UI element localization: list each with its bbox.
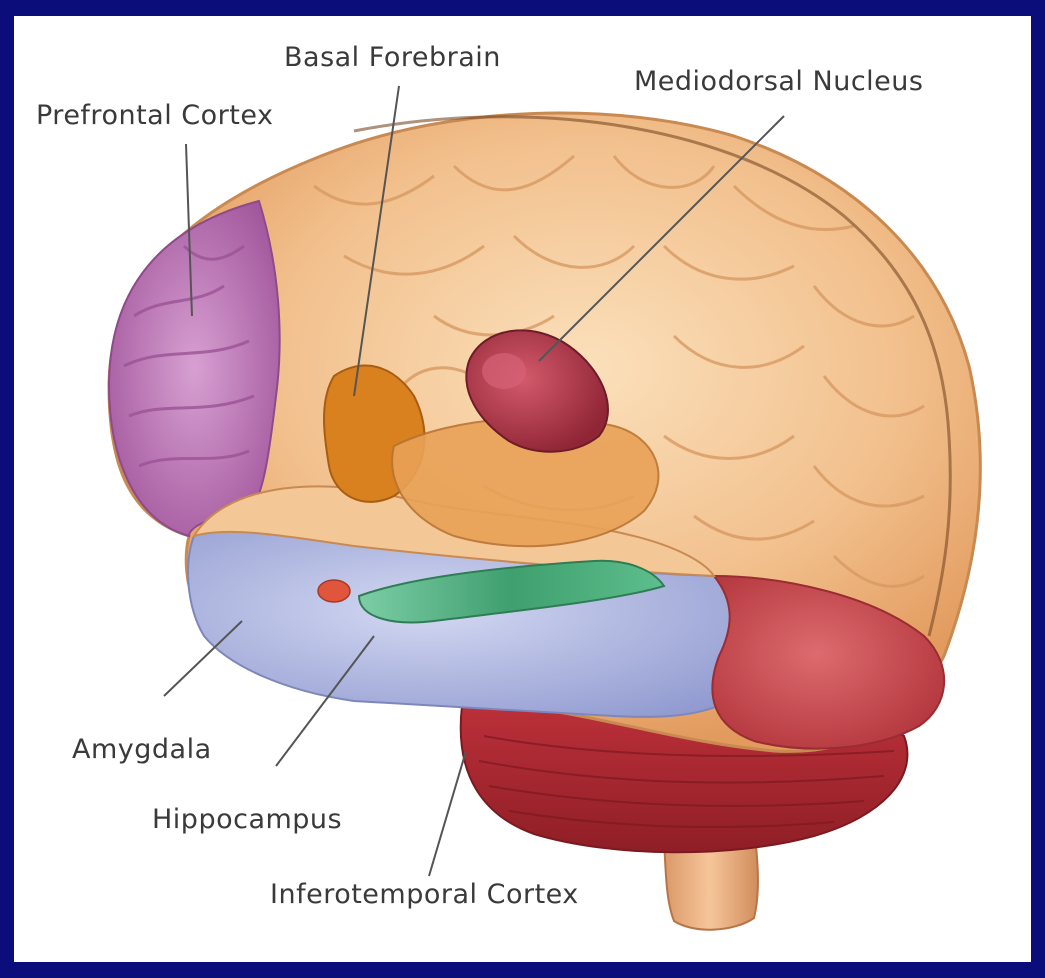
label-mediodorsal-nucleus: Mediodorsal Nucleus — [634, 68, 923, 95]
label-amygdala: Amygdala — [72, 736, 212, 763]
label-prefrontal-cortex: Prefrontal Cortex — [36, 102, 273, 129]
label-inferotemporal-cortex: Inferotemporal Cortex — [270, 881, 579, 908]
label-basal-forebrain: Basal Forebrain — [284, 44, 501, 71]
diagram-panel: Basal Forebrain Mediodorsal Nucleus Pref… — [14, 16, 1031, 962]
thalamus-highlight — [482, 353, 526, 389]
label-hippocampus: Hippocampus — [152, 806, 342, 833]
amygdala-region — [318, 580, 350, 602]
prefrontal-cortex-region — [109, 201, 280, 536]
leader-inferotemporal — [429, 751, 466, 876]
